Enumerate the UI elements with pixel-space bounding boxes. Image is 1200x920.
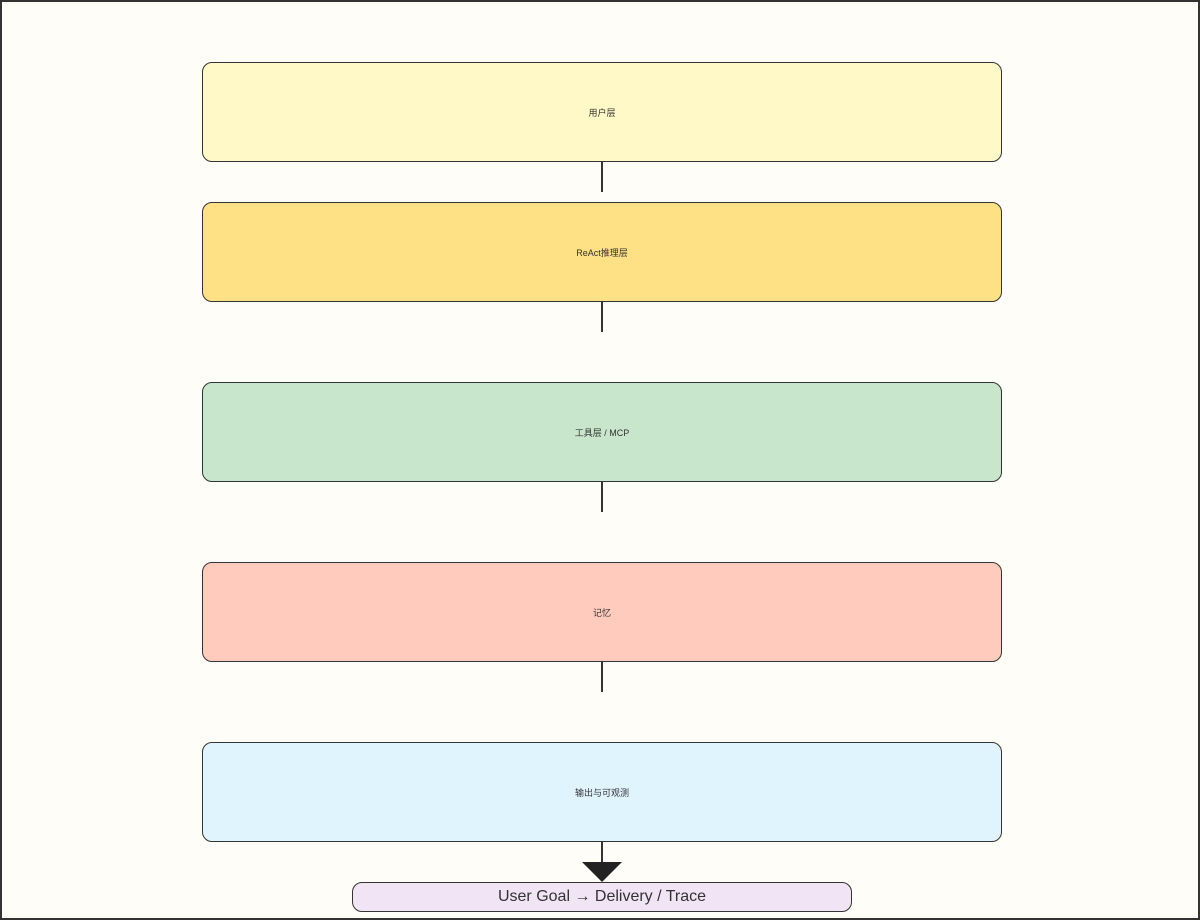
footer-label: User Goal → Delivery / Trace bbox=[497, 888, 707, 905]
connector-1 bbox=[601, 162, 603, 192]
layer-box-4: 记忆 bbox=[202, 562, 1002, 662]
connector-3 bbox=[601, 482, 603, 512]
layer-label-4: 记忆 bbox=[592, 607, 611, 618]
connector-5 bbox=[601, 842, 603, 864]
layer-box-1: 用户层 bbox=[202, 62, 1002, 162]
footer-box: User Goal → Delivery / Trace bbox=[352, 882, 852, 912]
connector-4 bbox=[601, 662, 603, 692]
layer-label-1: 用户层 bbox=[588, 107, 616, 118]
layer-box-2: ReAct推理层 bbox=[202, 202, 1002, 302]
layer-label-3: 工具层 / MCP bbox=[574, 427, 630, 438]
layer-box-3: 工具层 / MCP bbox=[202, 382, 1002, 482]
layer-label-5: 输出与可观测 bbox=[574, 787, 629, 798]
layer-label-2: ReAct推理层 bbox=[576, 247, 628, 258]
arrow-down-icon bbox=[582, 862, 622, 882]
layer-box-5: 输出与可观测 bbox=[202, 742, 1002, 842]
connector-2 bbox=[601, 302, 603, 332]
